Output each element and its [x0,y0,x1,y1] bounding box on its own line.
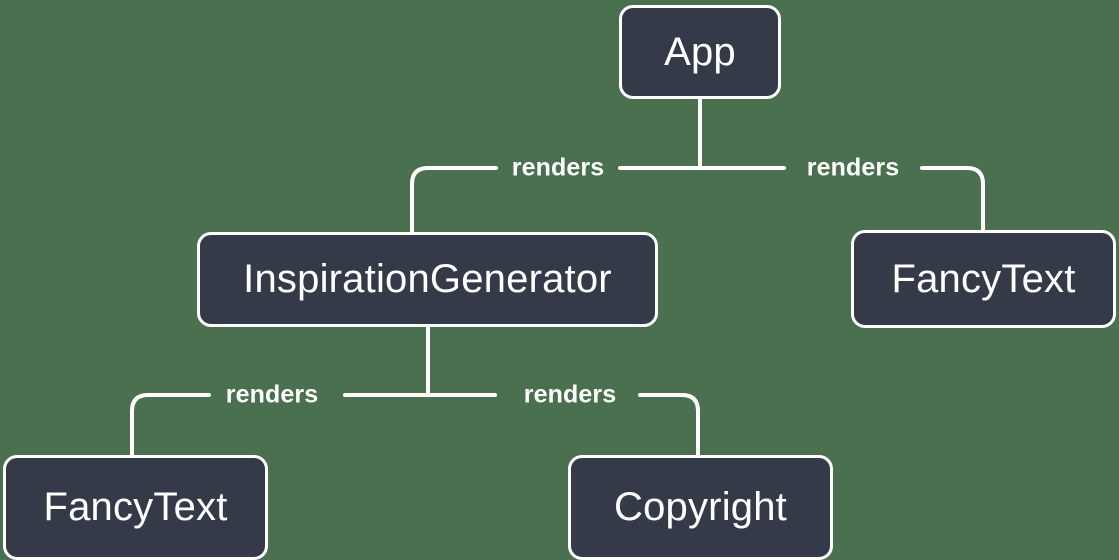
node-copyright[interactable]: Copyright [568,455,833,560]
edge-label-app-to-fancytext-right: renders [806,153,900,182]
edge-label-app-to-inspiration-generator: renders [511,153,605,182]
edge-label-inspiration-generator-to-copyright: renders [523,380,617,409]
edge-label-inspiration-generator-to-fancytext: renders [225,380,319,409]
node-app[interactable]: App [619,5,781,99]
node-fancytext-right[interactable]: FancyText [851,230,1116,328]
node-inspiration-generator[interactable]: InspirationGenerator [197,232,658,327]
node-fancytext-bottom-left[interactable]: FancyText [3,455,268,560]
